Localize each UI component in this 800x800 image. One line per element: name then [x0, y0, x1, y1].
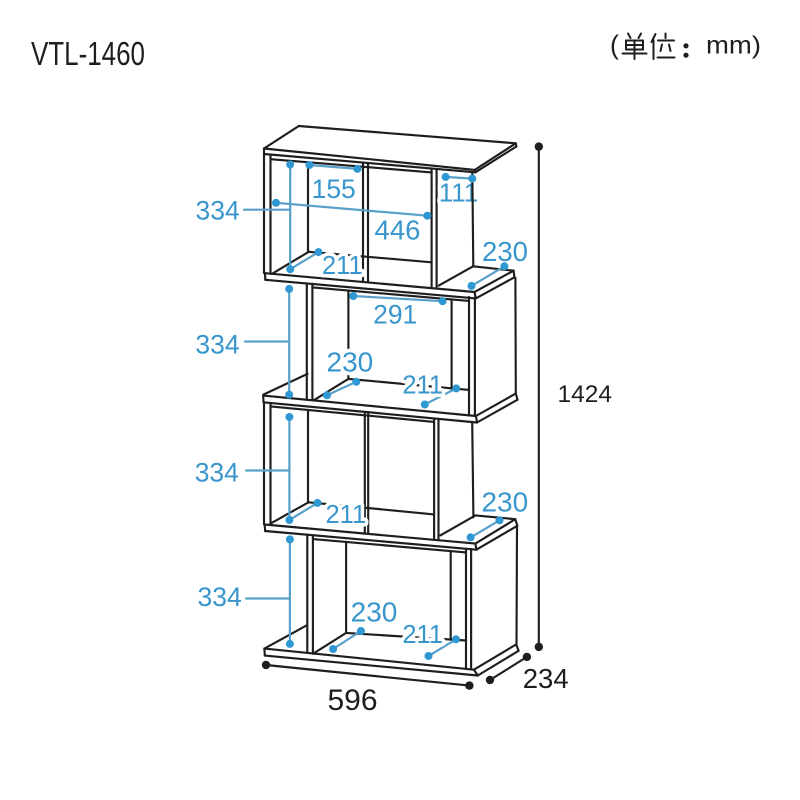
svg-text:1424: 1424 — [558, 381, 613, 408]
svg-text:(: ( — [610, 30, 619, 60]
svg-text:230: 230 — [327, 347, 374, 378]
svg-text:VTL-1460: VTL-1460 — [31, 35, 145, 72]
svg-text:230: 230 — [482, 236, 528, 267]
svg-text:596: 596 — [327, 684, 377, 717]
svg-text:211: 211 — [322, 252, 363, 280]
svg-text:211: 211 — [402, 372, 443, 400]
svg-text:211: 211 — [402, 621, 443, 649]
svg-text:230: 230 — [351, 597, 398, 628]
svg-text:mm): mm) — [706, 32, 761, 60]
svg-text:334: 334 — [195, 196, 239, 226]
svg-text:334: 334 — [195, 329, 239, 359]
svg-text:334: 334 — [195, 458, 239, 488]
svg-text:334: 334 — [197, 582, 241, 612]
svg-text:446: 446 — [375, 215, 421, 246]
svg-text:155: 155 — [312, 174, 356, 204]
svg-text:291: 291 — [373, 300, 417, 330]
svg-text:234: 234 — [523, 663, 569, 694]
svg-text:230: 230 — [481, 486, 528, 517]
svg-text:211: 211 — [326, 501, 367, 529]
